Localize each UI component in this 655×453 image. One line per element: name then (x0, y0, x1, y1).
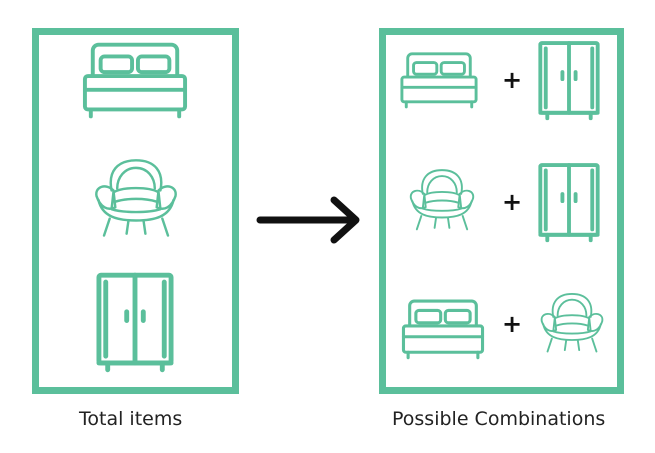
combinations-panel (379, 28, 624, 394)
wardrobe-icon (538, 162, 600, 244)
bed-icon (399, 298, 487, 360)
armchair-icon (405, 164, 479, 234)
bed-icon (399, 50, 479, 110)
armchair-icon (536, 288, 608, 356)
armchair-icon (89, 154, 183, 240)
total-items-panel (32, 28, 239, 394)
bed-icon (81, 40, 189, 120)
wardrobe-icon (538, 40, 600, 122)
possible-combinations-caption: Possible Combinations (392, 408, 606, 430)
plus-symbol: + (502, 188, 523, 216)
plus-symbol: + (502, 66, 523, 94)
plus-symbol: + (502, 310, 523, 338)
wardrobe-icon (96, 272, 174, 374)
total-items-caption: Total items (79, 408, 183, 430)
arrow-right-icon (256, 196, 366, 244)
